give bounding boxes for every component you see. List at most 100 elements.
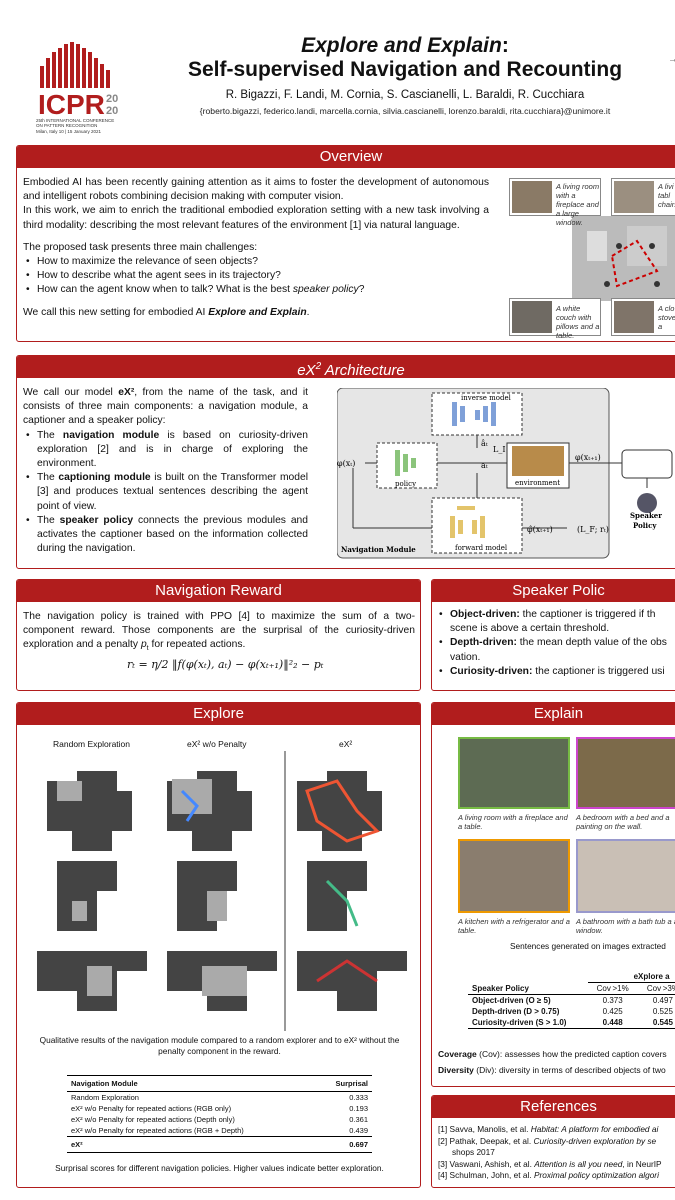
p4-prefix: We call this new setting for embodied AI (23, 306, 209, 318)
overview-p1: Embodied AI has been recently gaining at… (23, 177, 489, 203)
explain-section: Explain A living room with a fireplace a… (431, 702, 675, 1087)
logo-line-1: 25th INTERNATIONAL CONFERENCE (36, 118, 115, 123)
speaker-label-2: Policy (633, 521, 657, 530)
navigation-module-label: Navigation Module (341, 545, 416, 554)
a-hat-label: âₜ (481, 439, 488, 448)
nav-reward-heading: Navigation Reward (17, 580, 420, 602)
arch-components-list: The navigation module is based on curios… (23, 429, 308, 557)
reference-item: [1] Savva, Manolis, et al. Habitat: A pl… (438, 1124, 659, 1134)
overview-p4: We call this new setting for embodied AI… (23, 306, 489, 320)
table-header-cell: Surprisal (316, 1075, 372, 1092)
speaker-label-1: Speaker (630, 511, 662, 520)
reward-formula: rₜ = η/2 ‖f(φ(xₜ), aₜ) − φ(xₜ₊₁)‖²₂ − pₜ (127, 658, 324, 671)
logo-year-bottom: 20 (106, 105, 118, 117)
overview-photo-caption-3: A white couch with pillows and a table. (556, 304, 600, 340)
speaker-policy-item: Depth-driven: the mean depth value of th… (436, 636, 675, 664)
l-i-label: L_I (493, 445, 505, 454)
explore-caption: Qualitative results of the navigation mo… (39, 1035, 400, 1056)
arch-component-item: The navigation module is based on curios… (23, 429, 308, 472)
reference-item: shops 2017 (452, 1147, 495, 1157)
authors: R. Bigazzi, F. Landi, M. Cornia, S. Casc… (225, 89, 585, 101)
overview-heading: Overview (17, 146, 675, 168)
speaker-policy-item: Curiosity-driven: the captioner is trigg… (436, 665, 675, 679)
explain-caption: A bedroom with a bed and a painting on t… (576, 813, 670, 831)
challenge3-em: speaker policy (292, 284, 359, 296)
speaker-policy-item: Object-driven: the captioner is triggere… (436, 608, 675, 636)
inverse-model-label: inverse model (461, 394, 512, 402)
floorplan-illustration (572, 216, 675, 301)
logo-year-top: 20 (106, 93, 118, 105)
speaker-policy-heading: Speaker Polic (432, 580, 675, 602)
phi-xt1-label: φ(xₜ₊₁) (575, 453, 601, 462)
sentences-caption: Sentences generated on images extracted (510, 941, 666, 951)
explain-caption: A kitchen with a refrigerator and a tabl… (458, 917, 570, 935)
challenges-list: How to maximize the relevance of seen ob… (23, 255, 489, 298)
reference-item: [3] Vaswani, Ashish, et al. Attention is… (438, 1158, 662, 1169)
reference-item: [2] Pathak, Deepak, et al. Curiosity-dri… (438, 1135, 657, 1146)
overview-photo-3: A white couch with pillows and a table. (509, 298, 601, 340)
architecture-diagram: inverse model policy environment forward… (336, 387, 675, 563)
explain-images: A living room with a fireplace and a tab… (458, 737, 675, 947)
explore-heading: Explore (17, 703, 420, 725)
reference-item: [4] Schulman, John, et al. Proximal poli… (438, 1170, 659, 1180)
explain-caption: A living room with a fireplace and a tab… (458, 813, 568, 831)
title-colon: : (501, 34, 509, 57)
emails: {roberto.bigazzi, federico.landi, marcel… (199, 106, 611, 116)
overview-photo-caption-4: A clo stove in a (658, 304, 675, 331)
surprisal-caption: Surprisal scores for different navigatio… (55, 1163, 384, 1173)
title-line2: Self-supervised Navigation and Recountin… (187, 58, 623, 81)
coverage-note: Coverage (Cov): assesses how the predict… (438, 1049, 667, 1059)
phi-hat-label: φ̂(xₜ₊₁) (527, 525, 553, 534)
arch-component-item: The captioning module is built on the Tr… (23, 471, 308, 514)
arch-intro-a: We call our model (23, 387, 119, 398)
explore-col-label: eX² w/o Penalty (187, 739, 247, 749)
overview-p3: The proposed task presents three main ch… (23, 241, 258, 253)
table-row: eX² w/o Penalty for repeated actions (De… (71, 1115, 368, 1124)
overview-p2: In this work, we aim to enrich the tradi… (23, 205, 489, 231)
speaker-policy-list: Object-driven: the captioner is triggere… (436, 608, 675, 679)
table-row: eX² w/o Penalty for repeated actions (RG… (71, 1126, 368, 1135)
explore-col-label: Random Exploration (53, 739, 131, 749)
table-header-cell: Navigation Module (67, 1075, 317, 1092)
explain-heading: Explain (432, 703, 675, 725)
explore-section: Explore Random Exploration eX² w/o Penal… (16, 702, 421, 1188)
explore-col-label: eX² (339, 739, 353, 749)
overview-photo-caption-2: A livi a tabl chairs (658, 182, 675, 209)
navigation-reward-section: Navigation Reward The navigation policy … (16, 579, 421, 691)
a-t-label: aₜ (481, 461, 488, 470)
icpr-logo: ICPR 20 20 25th INTERNATIONAL CONFERENCE… (36, 40, 128, 134)
overview-figure: A living room with a fireplace and a lar… (507, 176, 675, 340)
p4-suffix: . (306, 306, 310, 318)
diversity-note: Diversity (Div): diversity in terms of d… (438, 1065, 666, 1075)
references-heading: References (432, 1096, 675, 1118)
p4-em: Explore and Explain (208, 306, 307, 318)
forward-model-label: forward model (455, 544, 508, 552)
challenge-item: How to describe what the agent sees in i… (23, 269, 489, 283)
title-part1: Explore and Explain (301, 34, 502, 57)
challenge3-prefix: How can the agent know when to talk? Wha… (37, 284, 293, 296)
architecture-section: eX2 Architecture We call our model eX², … (16, 355, 675, 569)
environment-label: environment (515, 479, 560, 487)
logo-line-2: ON PATTERN RECOGNITION (36, 123, 98, 128)
arch-intro: We call our model eX², from the name of … (23, 386, 308, 429)
speaker-policy-section: Speaker Polic Object-driven: the caption… (431, 579, 675, 691)
arch-component-item: The speaker policy connects the previous… (23, 514, 308, 557)
references-section: References [1] Savva, Manolis, et al. Ha… (431, 1095, 675, 1188)
overview-photo-4: A clo stove in a (611, 298, 675, 336)
policy-label: policy (395, 480, 416, 488)
lf-r-label: (L_F; rₜ) (577, 525, 609, 534)
nav-reward-text: The navigation policy is trained with PP… (23, 611, 415, 653)
explain-caption: A bathroom with a bath tub a a window. (576, 917, 675, 935)
logo-conference-text: 25th INTERNATIONAL CONFERENCE ON PATTERN… (36, 118, 136, 134)
paper-title: Explore and Explain: Self-supervised Nav… (150, 34, 660, 82)
milan-skyline-icon: ICPR 20 20 (38, 42, 118, 120)
logo-line-3: Milan, Italy 10 | 15 January 2021 (36, 129, 101, 134)
logo-acronym: ICPR (38, 89, 105, 118)
